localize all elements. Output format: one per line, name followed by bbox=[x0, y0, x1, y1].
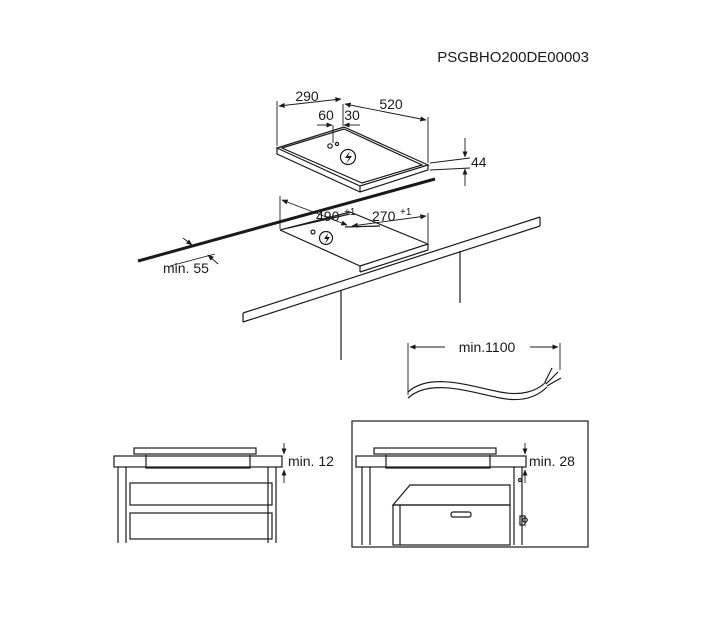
oven-handle bbox=[450, 511, 472, 518]
cable-entry bbox=[310, 229, 316, 235]
oven-frame bbox=[351, 420, 589, 548]
hob-depth-label: 290 bbox=[295, 88, 319, 104]
hob-offset-left-label: 60 bbox=[318, 107, 334, 123]
oven-top bbox=[391, 484, 511, 506]
oven-clearance-label: min. 28 bbox=[529, 453, 575, 469]
oven-body bbox=[392, 504, 511, 546]
cutout-outline bbox=[279, 211, 430, 267]
cutout-depth-tolerance: +1 bbox=[400, 207, 412, 218]
drawer-2 bbox=[129, 512, 273, 540]
drawer-1 bbox=[129, 482, 273, 506]
drawer-cabinet bbox=[113, 447, 283, 543]
hob-offset-right-label: 30 bbox=[344, 107, 360, 123]
cable-length-label: min.1100 bbox=[459, 339, 516, 355]
electric-warning-icon bbox=[318, 230, 334, 246]
hob-unit bbox=[275, 126, 430, 193]
electric-warning-icon bbox=[339, 148, 357, 166]
drawing-code: PSGBHO200DE00003 bbox=[437, 49, 589, 66]
cutout bbox=[279, 211, 430, 273]
oven-cabinet bbox=[351, 420, 589, 548]
hob-width-label: 520 bbox=[379, 96, 403, 112]
hob-height-label: 44 bbox=[471, 154, 487, 170]
cutout-width-tolerance: +1 bbox=[344, 207, 356, 218]
power-cable bbox=[407, 367, 562, 401]
cutout-depth-label: 270 bbox=[372, 208, 396, 224]
hob-glass-inner bbox=[280, 128, 424, 184]
cutout-width-label: 490 bbox=[316, 208, 340, 224]
min-edge-distance-label: min. 55 bbox=[163, 260, 209, 276]
drawer-clearance-label: min. 12 bbox=[288, 453, 334, 469]
worktop-section bbox=[113, 455, 283, 468]
